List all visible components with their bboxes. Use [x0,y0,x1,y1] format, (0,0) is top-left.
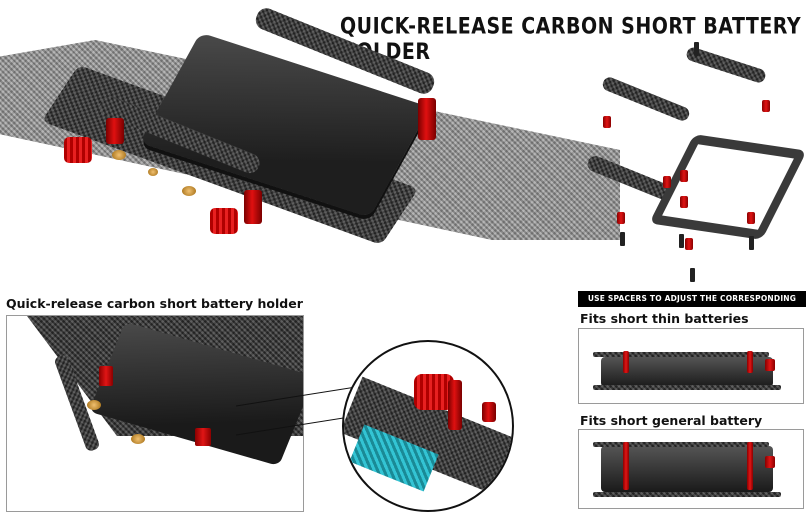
screw [679,234,684,248]
zoom-callout [342,340,514,512]
inset-label: Quick-release carbon short battery holde… [6,296,303,311]
spacer-instruction-banner: USE SPACERS TO ADJUST THE CORRESPONDING … [578,291,806,319]
red-knob [765,359,775,371]
brass-connector [131,434,145,444]
page-title: QUICK-RELEASE CARBON SHORT BATTERY HOLDE… [340,14,802,65]
red-spacer [747,351,753,373]
red-spacer-post [448,380,462,430]
red-spacer [617,212,625,224]
red-spacer [747,442,753,490]
brass-connector [182,186,196,196]
screw [749,236,754,250]
red-spacer-post [482,402,496,422]
red-spacer [663,176,671,188]
brass-connector [148,168,158,176]
red-spacer [623,442,629,490]
inset-illustration [6,315,304,512]
brass-connector [87,400,101,410]
thin-battery-label: Fits short thin batteries [580,311,749,326]
exploded-frame [649,134,807,240]
red-spacer [680,170,688,182]
red-knob [765,456,775,468]
mini-carbon-plate [593,492,781,497]
red-thumb-knob [64,137,92,163]
brass-connector [112,150,126,160]
screw [690,268,695,282]
red-spacer [680,196,688,208]
red-spacer [685,238,693,250]
general-battery-thumbnail [578,429,804,509]
red-spacer [603,116,611,128]
screw [620,232,625,246]
red-spacer-post [418,98,436,140]
red-spacer [747,212,755,224]
general-battery-label: Fits short general battery [580,413,763,428]
red-spacer [623,351,629,373]
screw [694,42,699,56]
red-spacer [762,100,770,112]
thin-battery-thumbnail [578,328,804,404]
red-spacer-post [106,118,124,144]
red-thumb-knob [414,374,454,410]
red-spacer [99,366,113,386]
mini-carbon-plate [593,385,781,390]
general-battery [601,446,773,492]
exploded-bracket [600,75,692,123]
red-spacer-post [244,190,262,224]
mini-carbon-plate [593,442,769,447]
red-spacer [195,428,211,446]
thin-battery [601,357,773,387]
red-thumb-knob [210,208,238,234]
mini-carbon-plate [593,352,769,357]
